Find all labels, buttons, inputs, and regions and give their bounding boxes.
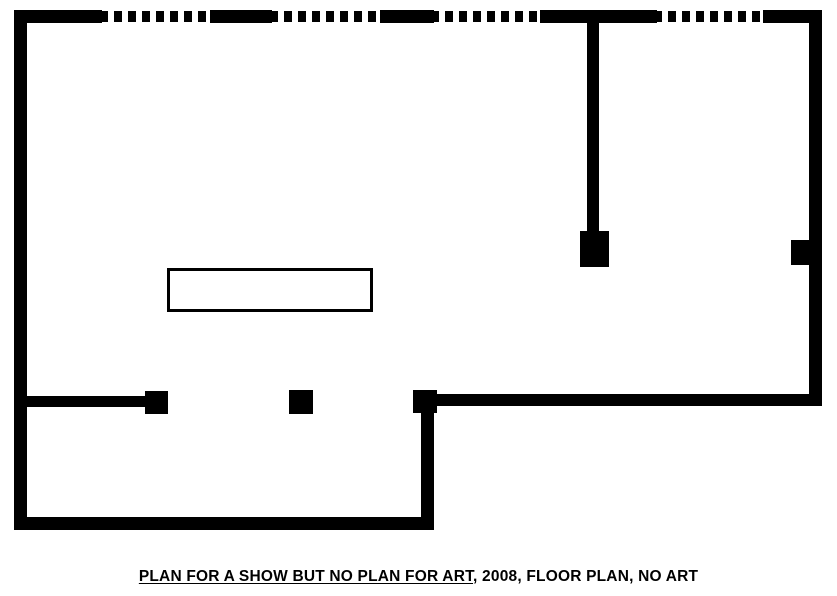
central-platform [167, 268, 373, 312]
floor-objects [167, 268, 373, 312]
junction-post [413, 390, 437, 413]
right-wall-post [791, 240, 810, 265]
top-wall-seg-2 [210, 10, 272, 23]
posts [145, 231, 810, 414]
interior-walls [14, 10, 822, 530]
floor-plan-drawing [0, 0, 837, 548]
left-wall-stub-horizontal [14, 396, 154, 407]
partition-end-post [580, 231, 609, 267]
top-wall-left [14, 10, 102, 23]
left-stub-end-post [145, 391, 168, 414]
right-exterior-wall [809, 10, 822, 406]
free-standing-post [289, 390, 313, 414]
caption-details: , 2008, FLOOR PLAN, NO ART [473, 568, 699, 585]
mid-vertical-wall-lower [421, 394, 434, 530]
mid-horizontal-wall-right [420, 394, 822, 406]
left-exterior-wall [14, 10, 27, 530]
caption-title: PLAN FOR A SHOW BUT NO PLAN FOR ART [138, 568, 474, 585]
artwork-caption: PLAN FOR A SHOW BUT NO PLAN FOR ART, 200… [0, 568, 837, 586]
interior-partition-vertical [587, 10, 599, 238]
top-wall-seg-3 [380, 10, 434, 23]
bottom-wall [14, 517, 434, 530]
top-wall-right [763, 10, 822, 23]
drawing-background [0, 0, 837, 548]
